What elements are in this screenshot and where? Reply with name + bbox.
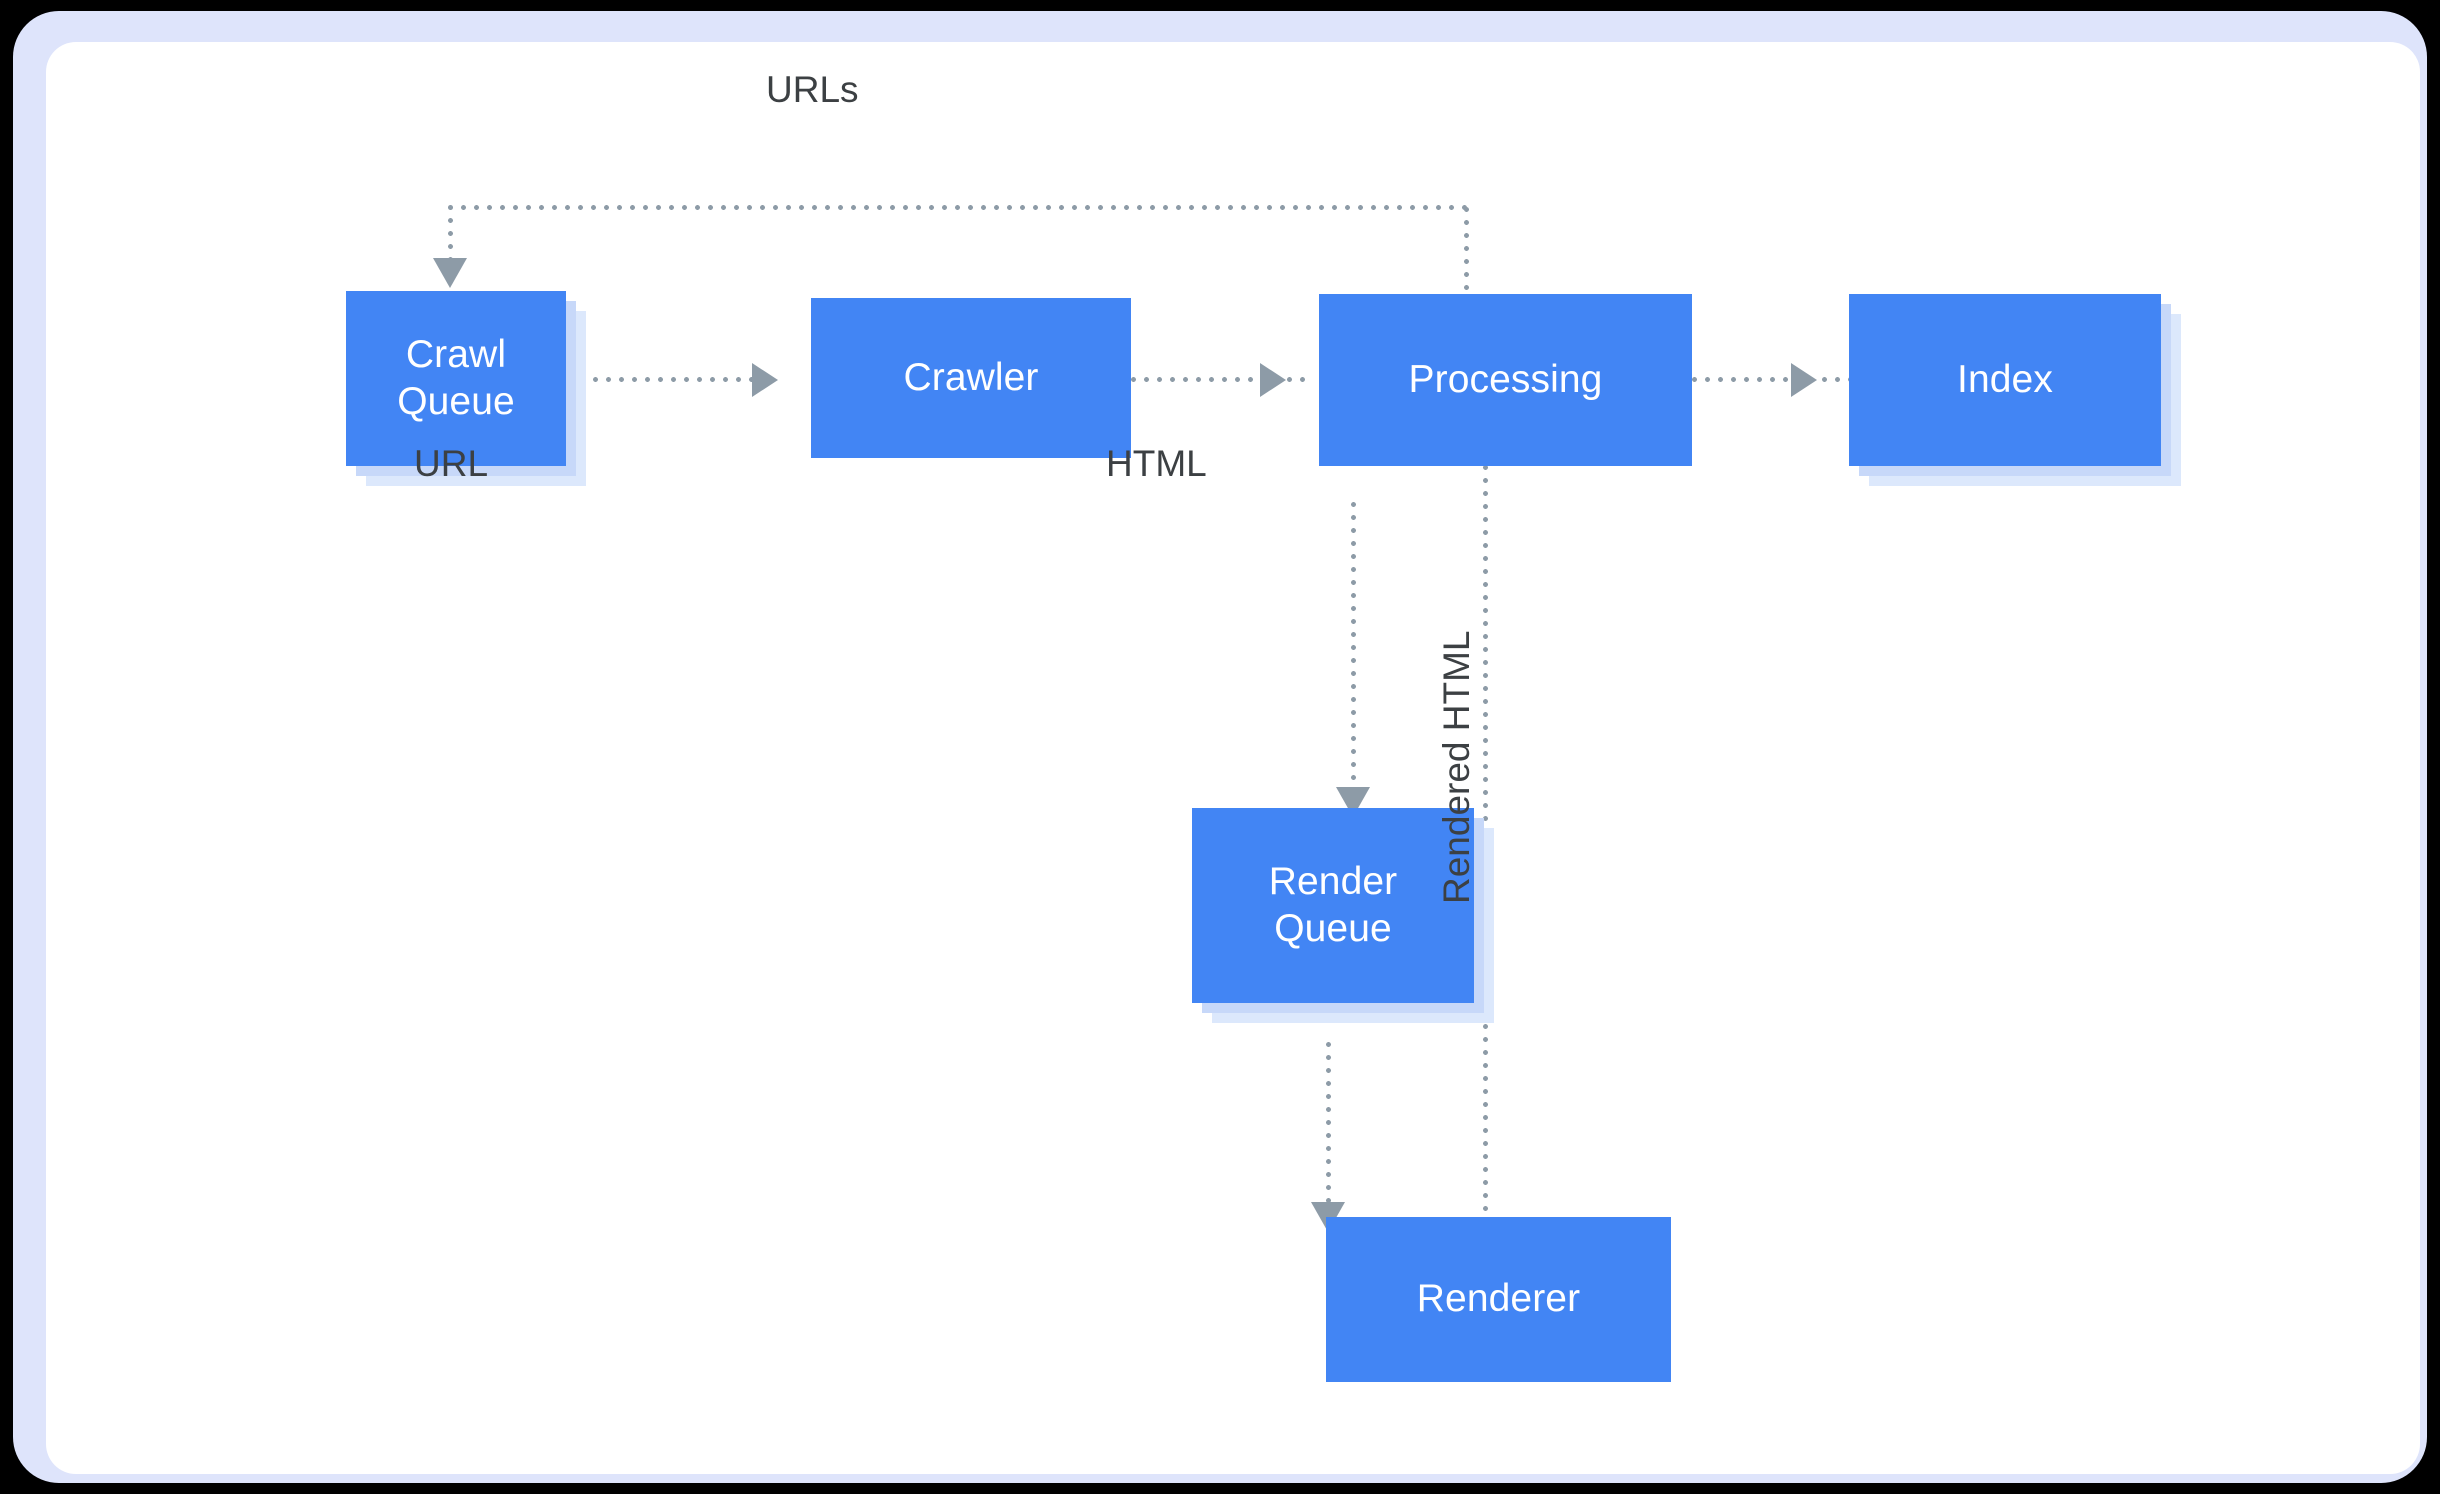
connector-renderqueue-line bbox=[1351, 502, 1356, 802]
connector-html-line bbox=[1131, 377, 1311, 382]
node-processing[interactable]: Processing bbox=[1319, 294, 1692, 466]
node-render-queue[interactable]: Render Queue bbox=[1192, 808, 1494, 1023]
connector-index-line bbox=[1692, 377, 1878, 382]
diagram-canvas: URLs URL HTML Rendered HTML Crawl Queue … bbox=[46, 42, 2420, 1474]
node-crawl-queue-face: Crawl Queue bbox=[346, 291, 566, 466]
node-processing-face: Processing bbox=[1319, 294, 1692, 466]
node-processing-label: Processing bbox=[1408, 357, 1603, 401]
node-crawler[interactable]: Crawler bbox=[811, 298, 1131, 458]
connector-url-arrowhead bbox=[752, 363, 778, 397]
node-crawler-face: Crawler bbox=[811, 298, 1131, 458]
connector-urls-horizontal bbox=[448, 205, 1468, 210]
node-index-face: Index bbox=[1849, 294, 2161, 466]
edge-label-urls: URLs bbox=[766, 69, 859, 110]
node-index[interactable]: Index bbox=[1849, 294, 2181, 486]
connector-renderer-line bbox=[1326, 1042, 1331, 1217]
connector-renderedhtml-line bbox=[1483, 348, 1488, 1253]
node-render-queue-face: Render Queue bbox=[1192, 808, 1474, 1003]
node-renderer[interactable]: Renderer bbox=[1326, 1217, 1671, 1382]
node-index-label: Index bbox=[1957, 357, 2053, 401]
node-crawler-label: Crawler bbox=[903, 355, 1039, 399]
node-crawl-queue[interactable]: Crawl Queue bbox=[346, 291, 586, 486]
node-renderer-face: Renderer bbox=[1326, 1217, 1671, 1382]
connector-urls-riser bbox=[1464, 207, 1469, 297]
connector-urls-drop bbox=[448, 205, 453, 265]
node-renderer-label: Renderer bbox=[1416, 1277, 1581, 1321]
edge-label-url: URL bbox=[414, 443, 489, 484]
connector-index-arrowhead bbox=[1791, 363, 1817, 397]
edge-label-html: HTML bbox=[1106, 443, 1207, 484]
connector-urls-arrowhead bbox=[433, 258, 467, 288]
node-crawl-queue-label: Crawl Queue bbox=[397, 333, 515, 423]
connector-html-arrowhead bbox=[1260, 363, 1286, 397]
node-render-queue-label: Render Queue bbox=[1268, 860, 1398, 950]
edge-label-rendered-html: Rendered HTML bbox=[1436, 630, 1477, 904]
diagram-frame: URLs URL HTML Rendered HTML Crawl Queue … bbox=[13, 11, 2427, 1483]
